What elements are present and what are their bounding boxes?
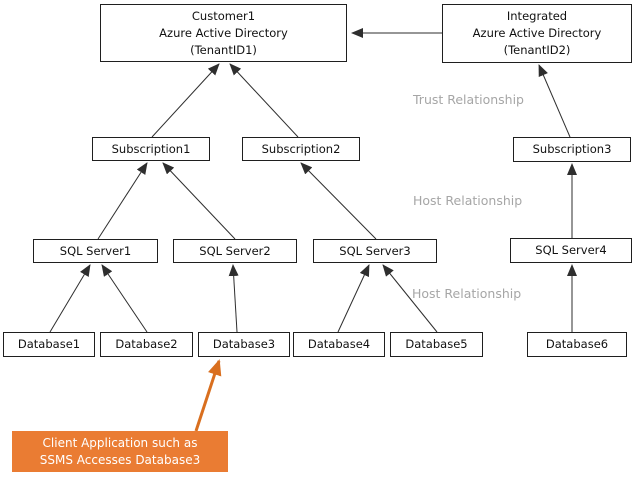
node-database5: Database5 [390, 332, 483, 357]
node-tenant2-azure-ad: Integrated Azure Active Directory (Tenan… [442, 4, 632, 63]
client-application-callout: Client Application such as SSMS Accesses… [12, 431, 228, 472]
host-relationship-label-2: Host Relationship [412, 286, 522, 301]
subscription3-label: Subscription3 [532, 142, 612, 156]
arrow-sqlserver2-to-subscription1 [162, 162, 236, 240]
tenant2-name: Integrated [506, 9, 568, 23]
node-subscription1: Subscription1 [92, 137, 210, 161]
tenant1-directory: Azure Active Directory [159, 25, 288, 40]
database4-label: Database4 [307, 337, 371, 351]
database1-label: Database1 [17, 337, 81, 351]
database2-label: Database2 [115, 337, 178, 351]
node-subscription3: Subscription3 [513, 137, 631, 162]
arrow-database2-to-sqlserver1 [101, 264, 148, 333]
node-database1: Database1 [3, 332, 95, 357]
arrow-subscription3-to-tenant2 [538, 64, 571, 138]
arrow-database4-to-sqlserver3 [337, 264, 370, 333]
callout-line1: Client Application such as [42, 435, 198, 450]
arrow-database5-to-sqlserver3 [382, 264, 438, 333]
sqlserver1-label: SQL Server1 [59, 243, 132, 258]
host-relationship-label-1: Host Relationship [413, 193, 523, 208]
subscription1-label: Subscription1 [111, 141, 191, 156]
node-tenant1-azure-ad: Customer1 Azure Active Directory (Tenant… [100, 4, 347, 62]
trust-relationship-label: Trust Relationship [413, 92, 524, 107]
node-sqlserver4: SQL Server4 [510, 238, 632, 263]
tenant1-name: Customer1 [191, 8, 256, 23]
node-subscription2: Subscription2 [242, 137, 360, 161]
arrow-callout-to-database3 [194, 359, 222, 432]
arrow-sqlserver1-to-subscription1 [97, 162, 148, 240]
arrow-subscription2-to-tenant1 [229, 63, 299, 138]
node-database6: Database6 [527, 332, 627, 357]
arrow-sqlserver3-to-subscription2 [300, 162, 377, 240]
tenant1-id: (TenantID1) [190, 42, 257, 57]
node-sqlserver1: SQL Server1 [33, 239, 158, 263]
arrow-database1-to-sqlserver1 [49, 264, 91, 333]
callout-line2: SSMS Accesses Database3 [39, 452, 201, 467]
tenant2-id: (TenantID2) [503, 43, 571, 57]
arrow-database3-to-sqlserver2 [228, 264, 239, 333]
node-sqlserver2: SQL Server2 [173, 239, 297, 263]
node-database2: Database2 [100, 332, 193, 357]
sqlserver3-label: SQL Server3 [339, 243, 411, 258]
database5-label: Database5 [405, 337, 468, 351]
node-sqlserver3: SQL Server3 [313, 239, 437, 263]
sqlserver2-label: SQL Server2 [199, 243, 271, 258]
node-database3: Database3 [198, 332, 290, 357]
database3-label: Database3 [212, 337, 276, 351]
sqlserver4-label: SQL Server4 [535, 243, 607, 257]
database6-label: Database6 [545, 337, 609, 351]
tenant2-directory: Azure Active Directory [472, 26, 602, 40]
subscription2-label: Subscription2 [261, 141, 341, 156]
node-database4: Database4 [293, 332, 385, 357]
arrow-subscription1-to-tenant1 [151, 63, 220, 138]
